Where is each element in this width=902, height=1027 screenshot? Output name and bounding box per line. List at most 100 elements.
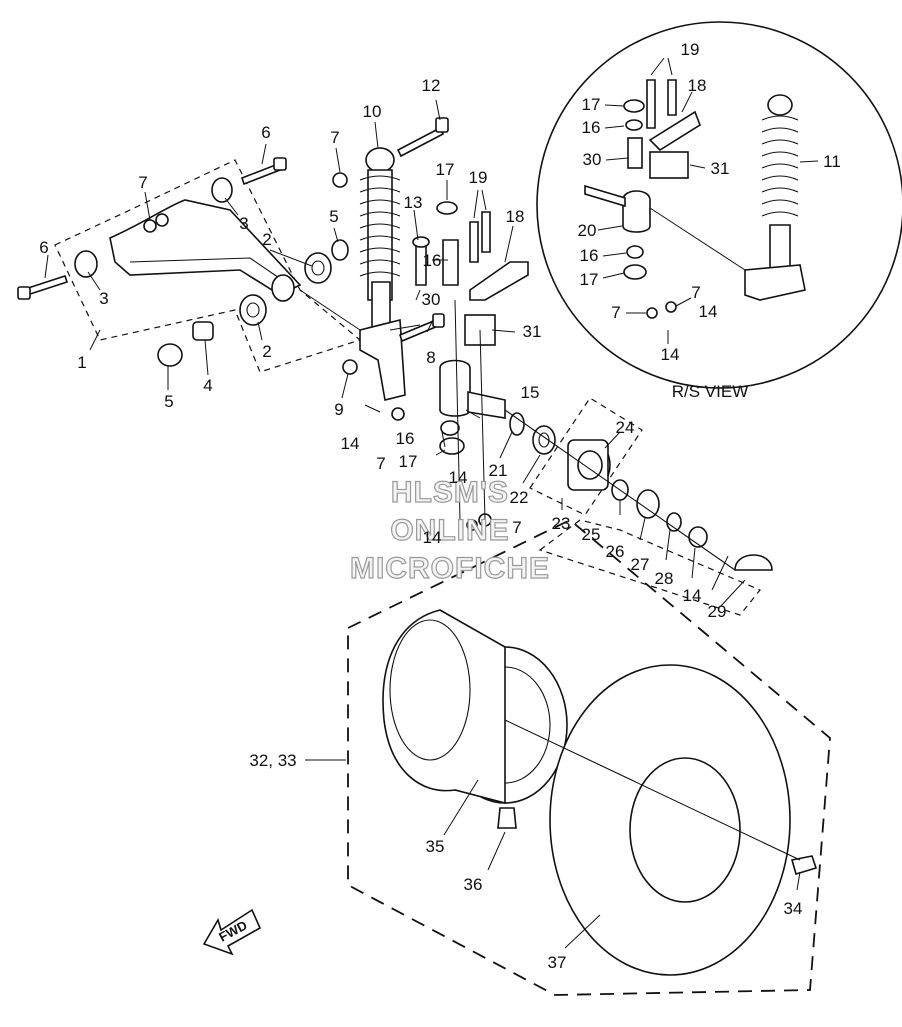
callout-14-c: 14 <box>423 528 442 547</box>
knuckle-15 <box>439 359 471 417</box>
callout-17-c: 17 <box>582 95 601 114</box>
leader-lines <box>44 57 819 949</box>
rs-collar-16 <box>625 119 643 131</box>
arm-bushing-top <box>211 177 233 203</box>
rs-bolt-19a <box>646 79 656 129</box>
collar-16 <box>442 239 459 286</box>
callout-31-a: 31 <box>523 322 542 341</box>
bolt-12 <box>396 126 445 158</box>
plate-18 <box>469 261 529 301</box>
nut-7f <box>466 519 478 531</box>
hub-assembly <box>504 397 773 616</box>
callout-17-d: 17 <box>580 270 599 289</box>
bushing-2b <box>239 294 267 326</box>
callout-27: 27 <box>631 555 650 574</box>
callout-12: 12 <box>422 76 441 95</box>
callout-7-d: 7 <box>512 518 521 537</box>
watermark-line-1: HLSM'S <box>391 476 509 509</box>
callout-26: 26 <box>606 542 625 561</box>
bearing-22 <box>532 425 556 455</box>
rs-block-31 <box>649 151 689 179</box>
rs-shock-bracket <box>744 264 806 301</box>
bushing-2a <box>304 252 332 284</box>
callout-28: 28 <box>655 569 674 588</box>
callout-19-b: 19 <box>681 40 700 59</box>
watermark-line-3: MICROFICHE <box>350 552 550 585</box>
callout-7-f: 7 <box>691 283 700 302</box>
callout-4: 4 <box>203 376 212 395</box>
nut-7a <box>143 219 157 233</box>
rs-shock-spring <box>761 115 799 217</box>
arm-bushing-left <box>74 250 98 278</box>
callout-14-e: 14 <box>699 302 718 321</box>
oil-seal-21 <box>509 412 525 436</box>
collar-4 <box>192 321 214 341</box>
shock-absorber <box>332 117 449 421</box>
hub-group-dashed-box <box>538 519 761 616</box>
callout-14-d: 14 <box>683 586 702 605</box>
callout-17-b: 17 <box>399 452 418 471</box>
callout-1: 1 <box>77 353 86 372</box>
nut-34 <box>790 855 818 875</box>
valve-36 <box>497 807 517 829</box>
watermark: HLSM'S ONLINE MICROFICHE <box>349 475 550 585</box>
spindle <box>467 391 506 419</box>
washer-27 <box>666 512 682 532</box>
rs-nut-7a <box>646 307 658 319</box>
callout-15: 15 <box>521 383 540 402</box>
watermark-line-2: ONLINE <box>390 514 509 547</box>
rs-collar-16b <box>626 245 644 259</box>
callout-14-b: 14 <box>449 468 468 487</box>
callout-16-a: 16 <box>423 251 442 270</box>
rs-collar-30 <box>627 137 643 169</box>
callout-18-a: 18 <box>506 207 525 226</box>
wheel-dashed-box <box>347 518 831 996</box>
rs-plate-18 <box>648 110 701 152</box>
callout-24: 24 <box>616 418 635 437</box>
callout-labels: 1 2 2 3 3 4 5 5 6 6 7 7 7 7 7 7 8 9 10 1… <box>39 40 841 972</box>
arm-bushing-right <box>271 274 295 302</box>
callout-23: 23 <box>552 514 571 533</box>
cap-29 <box>734 554 773 571</box>
nut-7c <box>332 172 348 188</box>
callout-30-b: 30 <box>583 150 602 169</box>
rs-shock-body <box>769 224 791 271</box>
hub-dashed-box <box>529 397 643 516</box>
shock-spring <box>359 175 401 277</box>
rs-view-circle <box>536 21 902 389</box>
rs-knuckle-20 <box>622 190 651 233</box>
callout-10: 10 <box>363 102 382 121</box>
callout-6-a: 6 <box>39 238 48 257</box>
nut-9 <box>342 359 358 375</box>
callout-3-a: 3 <box>99 289 108 308</box>
callout-36: 36 <box>464 875 483 894</box>
collar-17a <box>436 201 458 215</box>
rs-nut-7b <box>665 301 677 313</box>
callout-32-33: 32, 33 <box>249 751 296 770</box>
bushing-16b <box>440 420 460 436</box>
nut-7d <box>391 407 405 421</box>
callout-2-b: 2 <box>262 230 271 249</box>
callout-7-c: 7 <box>376 454 385 473</box>
callout-18-b: 18 <box>688 76 707 95</box>
callout-14-a: 14 <box>341 434 360 453</box>
callout-31-b: 31 <box>711 159 730 178</box>
forward-arrow-icon: FWD <box>202 908 262 956</box>
shock-bracket <box>359 318 406 401</box>
callout-7-e: 7 <box>611 303 620 322</box>
callout-9: 9 <box>334 400 343 419</box>
nut-28 <box>688 526 708 548</box>
bolt-19b <box>481 211 491 253</box>
tire-center <box>629 757 741 903</box>
callout-35: 35 <box>426 837 445 856</box>
callout-22: 22 <box>510 488 529 507</box>
callout-7-b: 7 <box>330 128 339 147</box>
callout-16-b: 16 <box>396 429 415 448</box>
callout-14-f: 14 <box>661 345 680 364</box>
callout-3-b: 3 <box>239 214 248 233</box>
callout-29: 29 <box>708 602 727 621</box>
rs-collar-17 <box>623 99 645 113</box>
callout-8: 8 <box>426 348 435 367</box>
callout-13: 13 <box>404 193 423 212</box>
